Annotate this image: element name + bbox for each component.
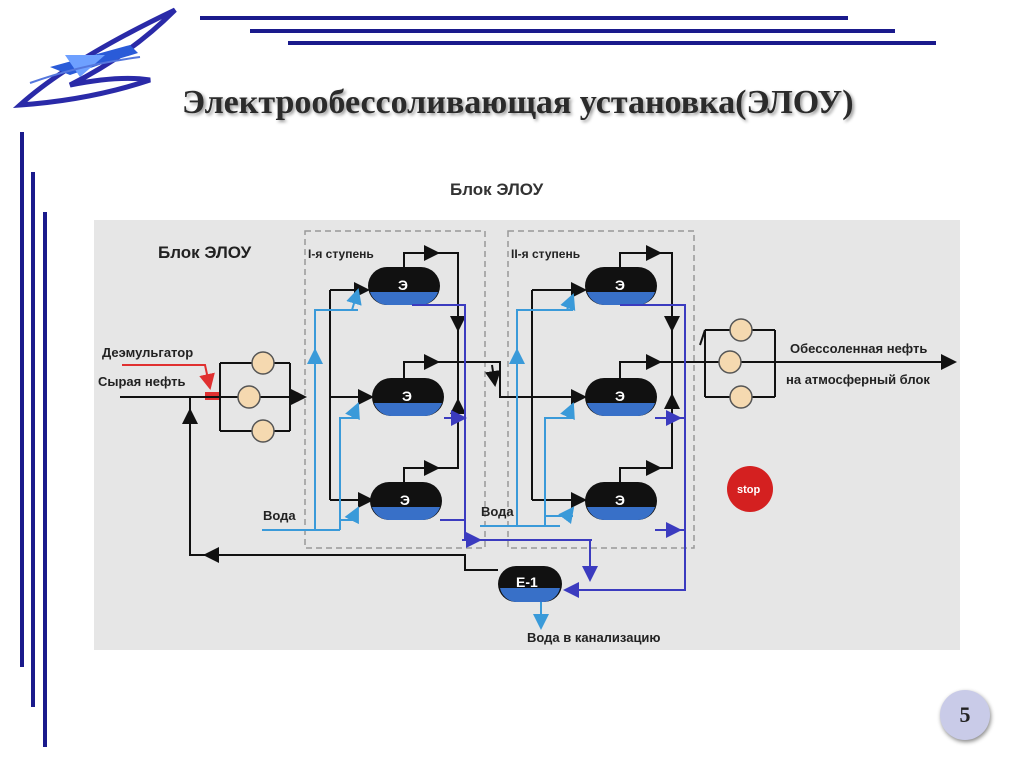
- water1-label: Вода: [263, 508, 296, 523]
- top-rule-2: [250, 29, 895, 33]
- svg-text:Э: Э: [615, 388, 625, 404]
- side-rule-3: [43, 212, 47, 747]
- dehydrator-icon: Э: [585, 378, 657, 416]
- water2-label: Вода: [481, 504, 514, 519]
- process-diagram: Блок ЭЛОУ I-я ступень II-я ступень Деэму…: [94, 220, 960, 650]
- drain-label: Вода в канализацию: [527, 630, 661, 645]
- stage2-box: [507, 230, 695, 549]
- dehydrator-icon: Э: [368, 267, 440, 305]
- heat-exchanger-icon: [718, 318, 753, 409]
- stop-button[interactable]: stop: [727, 466, 773, 512]
- demulsifier-label: Деэмульгатор: [102, 345, 193, 360]
- svg-text:stop: stop: [737, 484, 761, 496]
- dehydrator-icon: Э: [372, 378, 444, 416]
- to-atmospheric-label: на атмосферный блок: [786, 372, 930, 387]
- dehydrator-icon: Э: [370, 482, 442, 520]
- page-number: 5: [940, 690, 990, 740]
- block-label: Блок ЭЛОУ: [158, 243, 252, 262]
- stage1-label: I-я ступень: [308, 247, 374, 261]
- top-rule-1: [200, 16, 848, 20]
- dehydrator-icon: Э: [585, 482, 657, 520]
- svg-text:Э: Э: [400, 492, 410, 508]
- svg-text:Е-1: Е-1: [516, 574, 538, 590]
- side-rule-2: [31, 172, 35, 707]
- demulsifier-line: [122, 364, 215, 390]
- svg-text:Э: Э: [398, 277, 408, 293]
- crude-oil-label: Сырая нефть: [98, 374, 186, 389]
- svg-text:Э: Э: [402, 388, 412, 404]
- diagram-caption: Блок ЭЛОУ: [450, 180, 544, 199]
- logo-icon: [12, 7, 177, 109]
- tank-icon: Е-1: [498, 566, 562, 602]
- page-title: Электрообессоливающая установка(ЭЛОУ): [182, 84, 854, 121]
- heat-exchanger-icon: [237, 351, 275, 443]
- top-rule-3: [288, 41, 936, 45]
- stage2-label: II-я ступень: [511, 247, 580, 261]
- dehydrator-icon: Э: [585, 267, 657, 305]
- process-flow-svg: Блок ЭЛОУ I-я ступень II-я ступень Деэму…: [98, 230, 957, 645]
- svg-text:Э: Э: [615, 492, 625, 508]
- side-rule-1: [20, 132, 24, 667]
- svg-text:Э: Э: [615, 277, 625, 293]
- desalted-oil-label: Обессоленная нефть: [790, 341, 927, 356]
